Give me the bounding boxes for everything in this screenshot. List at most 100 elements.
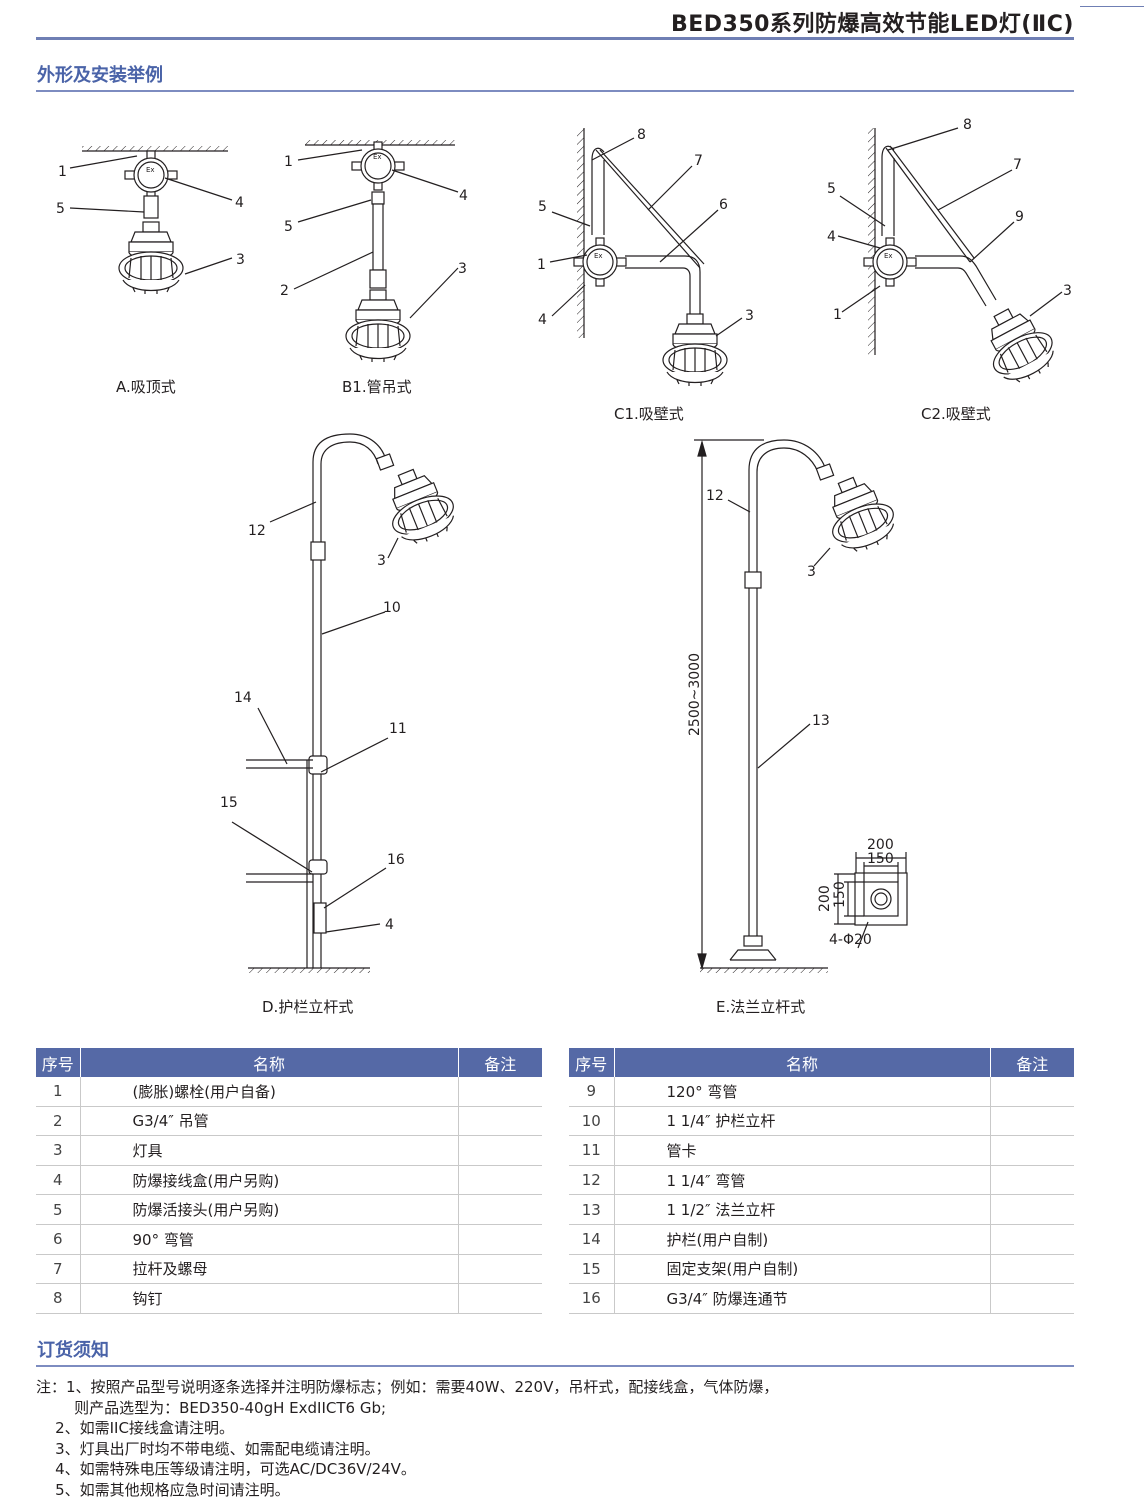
dimension-flange-outer-h: 200 bbox=[817, 885, 833, 912]
jbox-mark-c1: Ex bbox=[594, 252, 603, 260]
cell-no: 11 bbox=[569, 1135, 615, 1166]
cell-note bbox=[990, 1077, 1074, 1107]
cell-no: 15 bbox=[569, 1254, 615, 1285]
drawing-c1-wall-mount: Ex bbox=[549, 128, 743, 387]
cell-no: 8 bbox=[36, 1283, 81, 1314]
drawing-a-ceiling-mount: Ex bbox=[69, 146, 233, 295]
callout-c2-4: 4 bbox=[827, 229, 836, 245]
cell-note bbox=[990, 1283, 1074, 1314]
note-line: 注：1、按照产品型号说明逐条选择并注明防爆标志；例如：需要40W、220V，吊杆… bbox=[36, 1378, 779, 1396]
cell-note bbox=[990, 1106, 1074, 1137]
callout-d-15: 15 bbox=[220, 795, 238, 811]
callout-a-5: 5 bbox=[56, 201, 65, 217]
cell-name: 护栏(用户自制) bbox=[614, 1224, 991, 1255]
callout-c2-1: 1 bbox=[833, 307, 842, 323]
drawing-b1-pipe-pendant: Ex bbox=[293, 140, 459, 363]
cell-name: 1 1/2″ 法兰立杆 bbox=[614, 1194, 991, 1225]
cell-note bbox=[458, 1194, 542, 1225]
cell-note bbox=[458, 1254, 542, 1285]
callout-c1-8: 8 bbox=[637, 127, 646, 143]
jbox-mark-a: Ex bbox=[146, 166, 155, 174]
callout-c1-4: 4 bbox=[538, 312, 547, 328]
cell-note bbox=[458, 1165, 542, 1196]
header-corner-line bbox=[1080, 6, 1144, 7]
callout-d-14: 14 bbox=[234, 690, 252, 706]
section-title-ordering: 订货须知 bbox=[37, 1340, 109, 1361]
cell-no: 9 bbox=[569, 1077, 615, 1107]
cell-note bbox=[990, 1224, 1074, 1255]
callout-c2-3: 3 bbox=[1063, 283, 1072, 299]
cell-name: 灯具 bbox=[80, 1135, 459, 1166]
cell-no: 3 bbox=[36, 1135, 81, 1166]
caption-a: A.吸顶式 bbox=[116, 378, 176, 396]
cell-name: 1 1/4″ 弯管 bbox=[614, 1165, 991, 1196]
jbox-mark-c2: Ex bbox=[884, 252, 893, 260]
cell-note bbox=[990, 1254, 1074, 1285]
cell-name: 固定支架(用户自制) bbox=[614, 1254, 991, 1285]
callout-c1-3: 3 bbox=[745, 308, 754, 324]
callout-d-4: 4 bbox=[385, 917, 394, 933]
dimension-height: 2500~3000 bbox=[687, 653, 703, 736]
callout-c2-7: 7 bbox=[1013, 157, 1022, 173]
cell-no: 4 bbox=[36, 1165, 81, 1196]
caption-b1: B1.管吊式 bbox=[342, 378, 412, 396]
callout-d-3: 3 bbox=[377, 553, 386, 569]
cell-no: 12 bbox=[569, 1165, 615, 1196]
cell-note bbox=[458, 1135, 542, 1166]
cell-name: 120° 弯管 bbox=[614, 1077, 991, 1107]
caption-e: E.法兰立杆式 bbox=[716, 998, 805, 1016]
callout-d-16: 16 bbox=[387, 852, 405, 868]
caption-d: D.护栏立杆式 bbox=[262, 998, 353, 1016]
callout-c1-1: 1 bbox=[537, 257, 546, 273]
cell-name: (膨胀)螺栓(用户自备) bbox=[80, 1077, 459, 1107]
callout-c1-5: 5 bbox=[538, 199, 547, 215]
column-header-note: 备注 bbox=[990, 1048, 1074, 1077]
drawing-e-flange-pole bbox=[694, 439, 908, 973]
cell-no: 6 bbox=[36, 1224, 81, 1255]
cell-no: 16 bbox=[569, 1283, 615, 1314]
caption-c1: C1.吸壁式 bbox=[614, 405, 684, 423]
dimension-flange-inner-w: 150 bbox=[867, 851, 894, 867]
callout-d-11: 11 bbox=[389, 721, 407, 737]
drawing-d-guardrail-pole bbox=[231, 433, 463, 973]
callout-b1-3: 3 bbox=[458, 261, 467, 277]
callout-d-10: 10 bbox=[383, 600, 401, 616]
ordering-notes: 注：1、按照产品型号说明逐条选择并注明防爆标志；例如：需要40W、220V，吊杆… bbox=[36, 1377, 778, 1501]
note-line: 4、如需特殊电压等级请注明，可选AC/DC36V/24V。 bbox=[36, 1460, 416, 1479]
cell-note bbox=[458, 1077, 542, 1107]
cell-no: 1 bbox=[36, 1077, 81, 1107]
callout-a-3: 3 bbox=[236, 252, 245, 268]
cell-no: 13 bbox=[569, 1194, 615, 1225]
table-row: 1(膨胀)螺栓(用户自备) bbox=[36, 1077, 542, 1107]
callout-b1-1: 1 bbox=[284, 154, 293, 170]
table-header-row: 序号 名称 备注 bbox=[569, 1048, 1074, 1077]
cell-name: 钩钉 bbox=[80, 1283, 459, 1314]
column-header-name: 名称 bbox=[80, 1048, 459, 1077]
note-line: 2、如需IIC接线盒请注明。 bbox=[36, 1419, 234, 1438]
callout-d-12: 12 bbox=[248, 523, 266, 539]
callout-b1-4: 4 bbox=[459, 188, 468, 204]
callout-c2-8: 8 bbox=[963, 117, 972, 133]
header-rule bbox=[36, 37, 1074, 40]
jbox-mark-b1: Ex bbox=[373, 153, 382, 161]
cell-no: 7 bbox=[36, 1254, 81, 1285]
column-header-note: 备注 bbox=[458, 1048, 542, 1077]
table-header-row: 序号 名称 备注 bbox=[36, 1048, 542, 1077]
cell-note bbox=[990, 1194, 1074, 1225]
callout-a-1: 1 bbox=[58, 164, 67, 180]
cell-note bbox=[990, 1165, 1074, 1196]
cell-note bbox=[458, 1106, 542, 1137]
